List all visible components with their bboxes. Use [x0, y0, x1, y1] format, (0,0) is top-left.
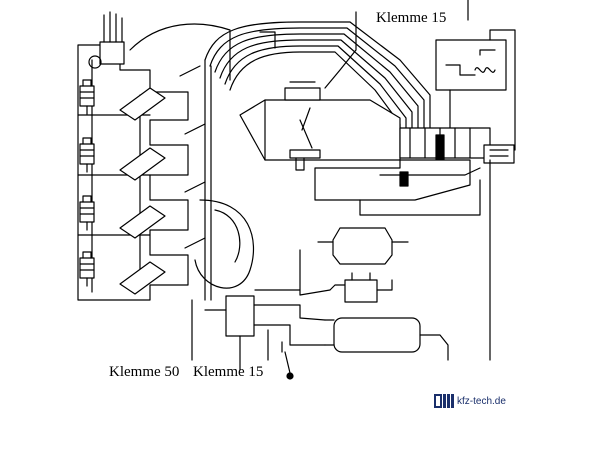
brand-watermark: kfz-tech.de [434, 394, 506, 408]
spark-plug-4 [79, 251, 95, 287]
fuel-accumulator [299, 227, 409, 296]
fuel-filter [329, 272, 393, 303]
klemme50-label: Klemme 50 [109, 364, 180, 380]
klemme-bottom-wires [191, 299, 294, 380]
brand-text: kfz-tech.de [457, 395, 506, 407]
klemme15-top-label: Klemme 15 [376, 10, 447, 26]
throttle-housing [239, 81, 401, 171]
spark-plug-3 [79, 195, 95, 231]
air-flow-meter [435, 29, 516, 151]
intake-plenum [129, 23, 255, 289]
klemme15-bottom-label: Klemme 15 [193, 364, 264, 380]
injectors [119, 65, 206, 295]
kfz-tech-logo-icon [434, 394, 454, 408]
warm-up-regulator [314, 159, 481, 216]
klemme15-top-wire [324, 0, 469, 89]
fuel-pump [324, 317, 449, 361]
fuel-distributor [399, 127, 515, 166]
spark-plug-1 [79, 79, 95, 115]
ignition-distributor [88, 11, 125, 69]
return-line [254, 159, 491, 361]
fuel-line-bundle [204, 21, 431, 301]
spark-plug-2 [79, 137, 95, 173]
relay-box [204, 295, 326, 371]
